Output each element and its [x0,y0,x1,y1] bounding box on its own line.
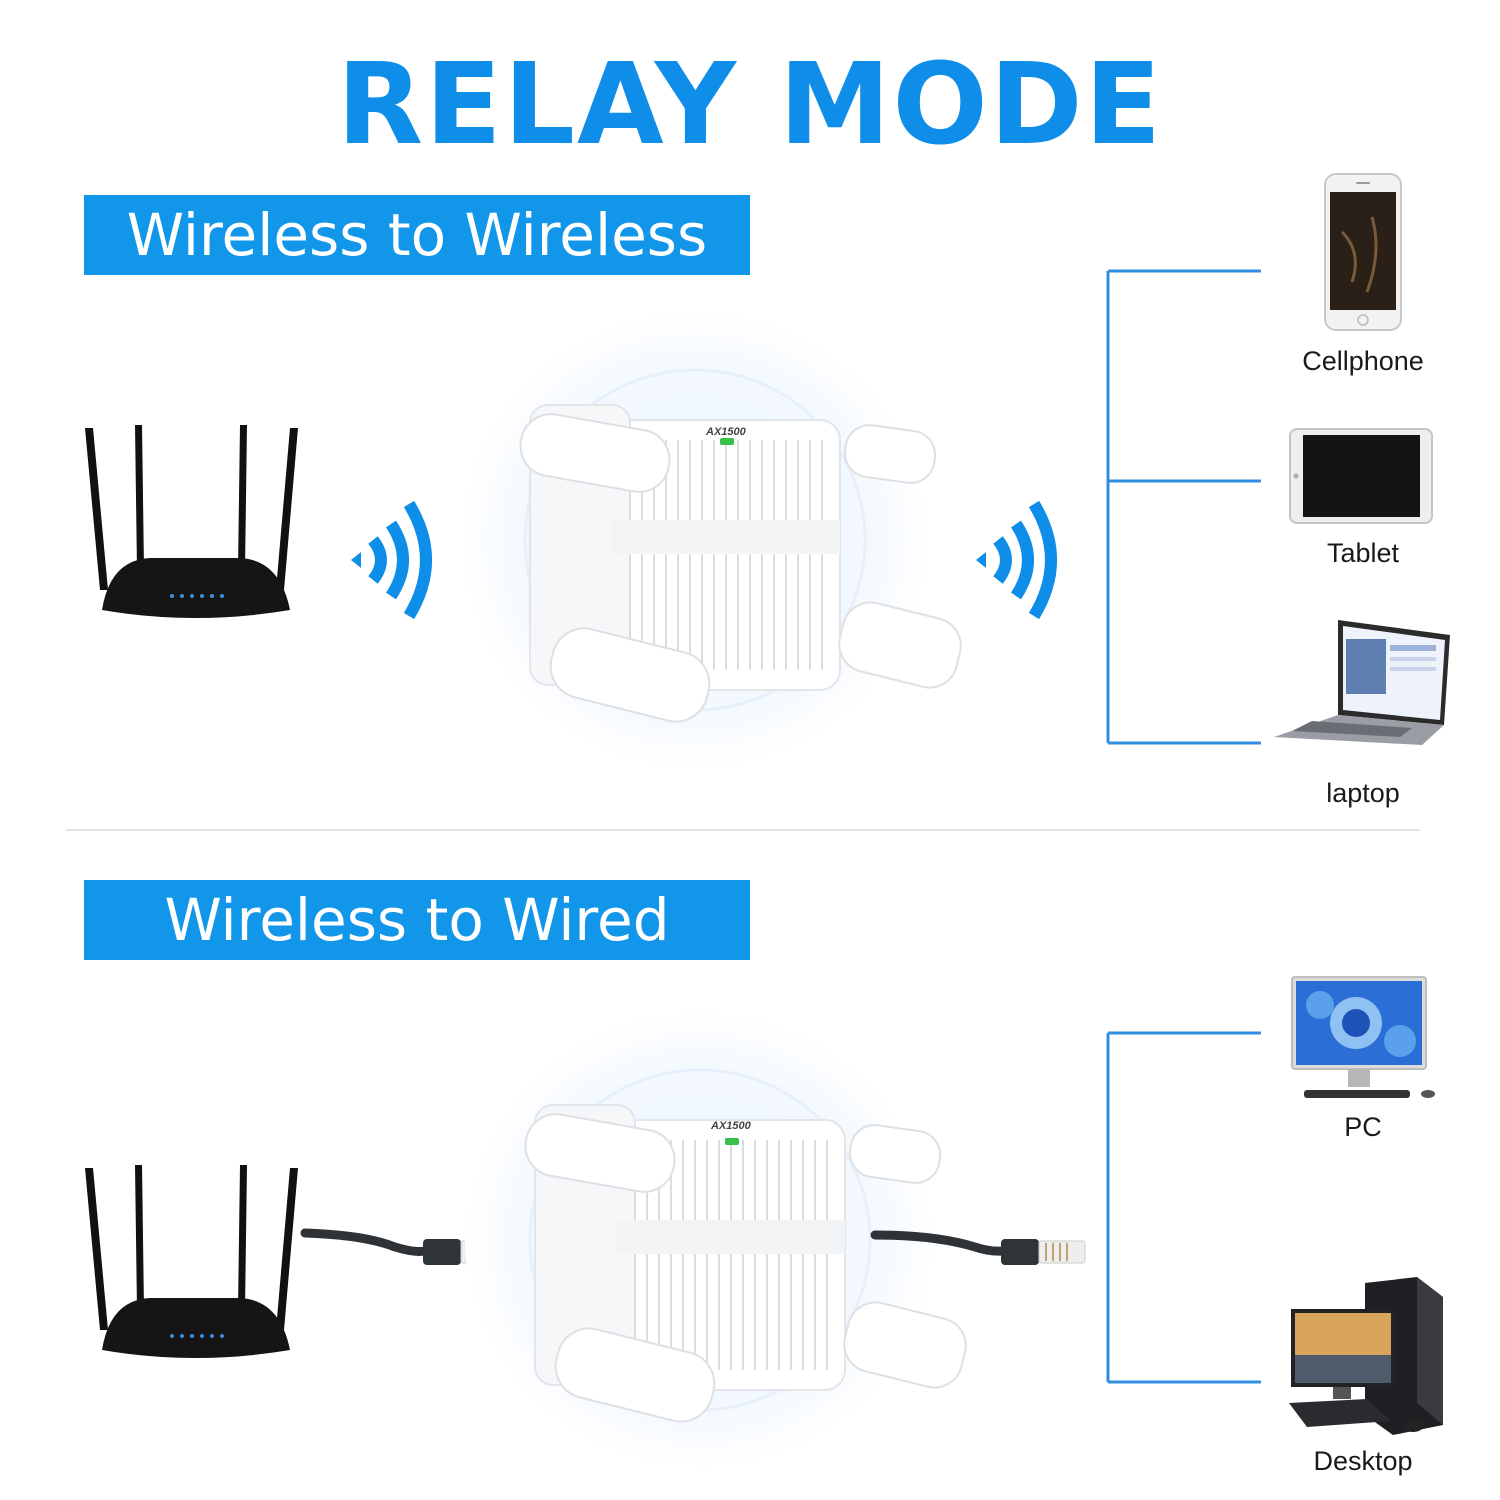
page-title: RELAY MODE [336,40,1164,170]
device-label-laptop: laptop [1326,778,1400,808]
product-badge: AX1500 [706,426,746,438]
device-label-cellphone: Cellphone [1302,346,1424,376]
device-label-pc: PC [1344,1112,1382,1142]
wifi-signal-icon [976,500,1057,620]
router-icon [85,1165,298,1358]
desktop-tower-icon [1289,1277,1443,1435]
cellphone-icon [1324,173,1402,331]
connection-bracket [1106,1031,1261,1384]
section-divider [66,829,1420,831]
section-label-wireless-to-wireless: Wireless to Wireless [84,195,750,275]
wifi-signal-icon [351,500,432,620]
ethernet-cable-icon [870,1230,1086,1265]
wifi-extender-image [460,310,962,770]
monitor-icon [1291,976,1435,1098]
connection-bracket [1106,269,1261,745]
tablet-icon [1289,428,1433,524]
router-icon [85,425,298,618]
product-badge: AX1500 [711,1120,751,1132]
device-label-desktop: Desktop [1313,1446,1413,1476]
wifi-extender-image [465,1010,967,1470]
section-label-wireless-to-wired: Wireless to Wired [84,880,750,960]
device-label-tablet: Tablet [1326,538,1400,568]
laptop-icon [1274,620,1450,745]
